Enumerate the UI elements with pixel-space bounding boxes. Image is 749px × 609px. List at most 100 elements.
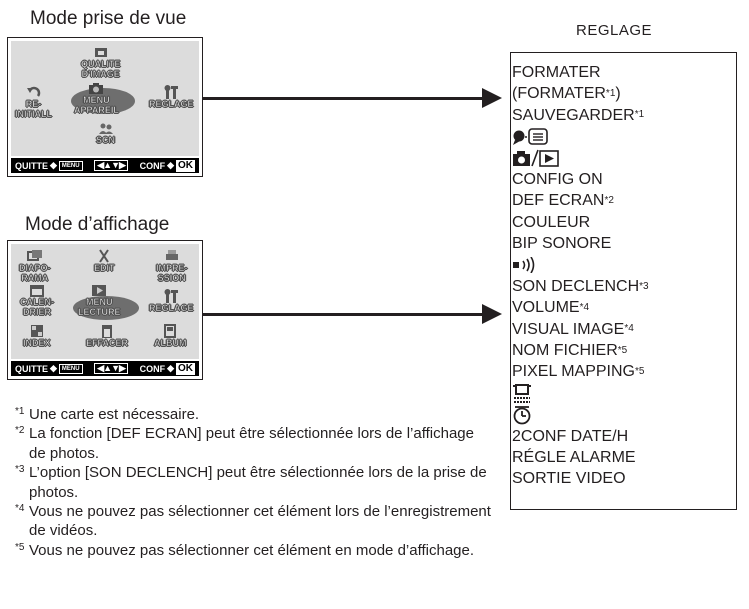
reglage-item[interactable]: FORMATER <box>512 62 649 83</box>
reglage-item[interactable]: 2CONF DATE/H <box>512 426 649 447</box>
speaker-icon <box>512 257 536 274</box>
playback-mode-title: Mode d’affichage <box>25 214 170 235</box>
arrow-right-icon: ◆ <box>50 363 57 373</box>
print-icon <box>164 249 180 263</box>
wrench-hammer-icon <box>163 289 179 303</box>
arrow-line-shooting <box>203 97 483 100</box>
reglage-item[interactable]: BIP SONORE <box>512 233 649 254</box>
shooting-mode-screen: QUALITE D'IMAGE RE- INITIALL MENU APPARE… <box>7 37 203 177</box>
camera-icon <box>88 81 104 95</box>
shooting-mode-title: Mode prise de vue <box>30 8 187 29</box>
slideshow-icon <box>26 249 43 263</box>
playback-menu-icon <box>91 283 107 297</box>
reglage-item-clock[interactable] <box>512 404 649 425</box>
footnote-mark: *1 <box>15 406 25 417</box>
reglage-item-camera-playback[interactable] <box>512 148 649 169</box>
shooting-menu-area: QUALITE D'IMAGE RE- INITIALL MENU APPARE… <box>11 41 199 156</box>
quit-label: QUITTE <box>15 160 48 171</box>
menu-item-reglage[interactable]: REGLAGE <box>149 289 194 313</box>
footnote-mark: *4 <box>15 503 25 515</box>
image-quality-icon <box>93 45 109 59</box>
conf-label: CONF <box>139 160 166 171</box>
album-icon <box>162 324 178 338</box>
reglage-item[interactable]: VISUAL IMAGE*4 <box>512 319 649 340</box>
arrow-right-icon: ◆ <box>50 160 57 170</box>
reglage-item[interactable]: DEF ECRAN*2 <box>512 190 649 211</box>
menu-item-album[interactable]: ALBUM <box>154 324 187 348</box>
reglage-item-label: RÉGLE ALARME <box>512 449 636 467</box>
footnote-text: Une carte est nécessaire. <box>29 406 200 423</box>
playback-menu-area: DIAPO- RAMA EDIT IMPRE- SSION CALEN- DRI… <box>11 244 199 359</box>
reglage-item-monitor-brightness[interactable] <box>512 383 649 404</box>
reglage-item-label: VOLUME <box>512 299 580 317</box>
reglage-item[interactable]: CONFIG ON <box>512 169 649 190</box>
ok-key[interactable]: OK <box>176 159 195 172</box>
reglage-item[interactable]: VOLUME*4 <box>512 297 649 318</box>
menu-item-reinitialiser[interactable]: RE- INITIALL <box>15 85 52 119</box>
reglage-item-label: BIP SONORE <box>512 235 612 253</box>
arrow-right-icon: ◆ <box>167 160 174 170</box>
reglage-item[interactable]: (FORMATER*1) <box>512 83 649 104</box>
reglage-item[interactable]: NOM FICHIER*5 <box>512 340 649 361</box>
reglage-item-label: VISUAL IMAGE <box>512 320 625 338</box>
footnote-item: *5 Vous ne pouvez pas sélectionner cet él… <box>14 541 494 560</box>
reglage-item[interactable]: SAUVEGARDER*1 <box>512 105 649 126</box>
menu-item-diaporama[interactable]: DIAPO- RAMA <box>19 249 51 283</box>
menu-item-qualite-image[interactable]: QUALITE D'IMAGE <box>81 45 121 79</box>
scissors-icon <box>96 249 112 263</box>
menu-item-calendrier[interactable]: CALEN- DRIER <box>20 283 54 317</box>
center-selection-disc <box>73 296 139 320</box>
reglage-item-label: CONFIG ON <box>512 170 603 188</box>
reglage-item-label: COULEUR <box>512 213 591 231</box>
shooting-screen-status-bar: QUITTE ◆ MENU ◀▲▼▶ CONF ◆ OK <box>11 158 199 173</box>
reglage-item[interactable]: COULEUR <box>512 212 649 233</box>
conf-label: CONF <box>139 363 166 374</box>
reglage-item-language[interactable] <box>512 126 649 147</box>
trash-icon <box>99 324 115 338</box>
reglage-item-suffix: ) <box>615 85 621 103</box>
reglage-item[interactable]: SORTIE VIDEO <box>512 468 649 489</box>
menu-key[interactable]: MENU <box>58 363 83 374</box>
reglage-item-label: NOM FICHIER <box>512 342 618 360</box>
menu-item-impression[interactable]: IMPRE- SSION <box>156 249 188 283</box>
reglage-item-label: FORMATER <box>512 64 601 81</box>
reglage-item-speaker[interactable] <box>512 255 649 276</box>
scene-icon <box>98 121 114 135</box>
menu-item-menu-appareil[interactable]: MENU APPAREIL <box>74 81 119 115</box>
reglage-title: REGLAGE <box>576 22 653 39</box>
reglage-item[interactable]: PIXEL MAPPING*5 <box>512 361 649 382</box>
playback-screen-status-bar: QUITTE ◆ MENU ◀▲▼▶ CONF ◆ OK <box>11 361 199 376</box>
camera-playback-icon <box>512 149 562 168</box>
footnote-item: *1 Une carte est nécessaire. <box>14 405 494 424</box>
menu-item-reglage[interactable]: REGLAGE <box>149 85 194 109</box>
arrow-pad-icon: ◀▲▼▶ <box>94 160 128 171</box>
menu-item-effacer[interactable]: EFFACER <box>86 324 128 348</box>
quit-label: QUITTE <box>15 363 48 374</box>
footnote-mark: *5 <box>15 541 25 553</box>
language-icon <box>512 128 550 146</box>
reglage-item-label: SON DECLENCH <box>512 277 640 295</box>
reglage-item-label: 2CONF DATE/H <box>512 427 629 445</box>
arrow-line-playback <box>203 313 483 316</box>
reglage-item-label: SORTIE VIDEO <box>512 470 626 488</box>
index-grid-icon <box>29 324 45 338</box>
footnote-text: L’option [SON DECLENCH] peut être sélect… <box>29 464 487 501</box>
reglage-item-label: PIXEL MAPPING <box>512 363 635 381</box>
menu-item-index[interactable]: INDEX <box>23 324 51 348</box>
menu-key[interactable]: MENU <box>58 160 83 171</box>
arrow-head-shooting <box>482 88 502 108</box>
ok-key[interactable]: OK <box>176 362 195 375</box>
monitor-brightness-icon <box>512 383 532 404</box>
menu-item-scn[interactable]: SCN <box>96 121 115 145</box>
menu-item-menu-lecture[interactable]: MENU LECTURE <box>78 283 121 317</box>
reglage-item[interactable]: SON DECLENCH*3 <box>512 276 649 297</box>
clock-icon <box>512 405 532 425</box>
reglage-item[interactable]: RÉGLE ALARME <box>512 447 649 468</box>
footnote-text: Vous ne pouvez pas sélectionner cet élém… <box>29 541 475 559</box>
calendar-icon <box>29 283 45 297</box>
arrow-right-icon: ◆ <box>167 363 174 373</box>
menu-item-edit[interactable]: EDIT <box>94 249 115 273</box>
